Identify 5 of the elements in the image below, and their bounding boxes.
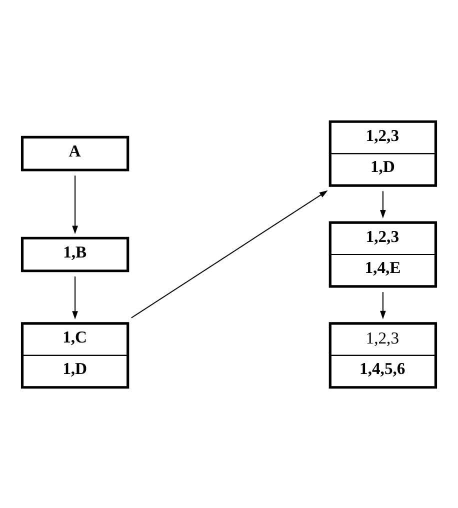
arrow [131,190,328,318]
arrow [380,292,386,319]
arrow [72,175,78,234]
arrow [72,276,78,319]
arrow [380,190,386,218]
